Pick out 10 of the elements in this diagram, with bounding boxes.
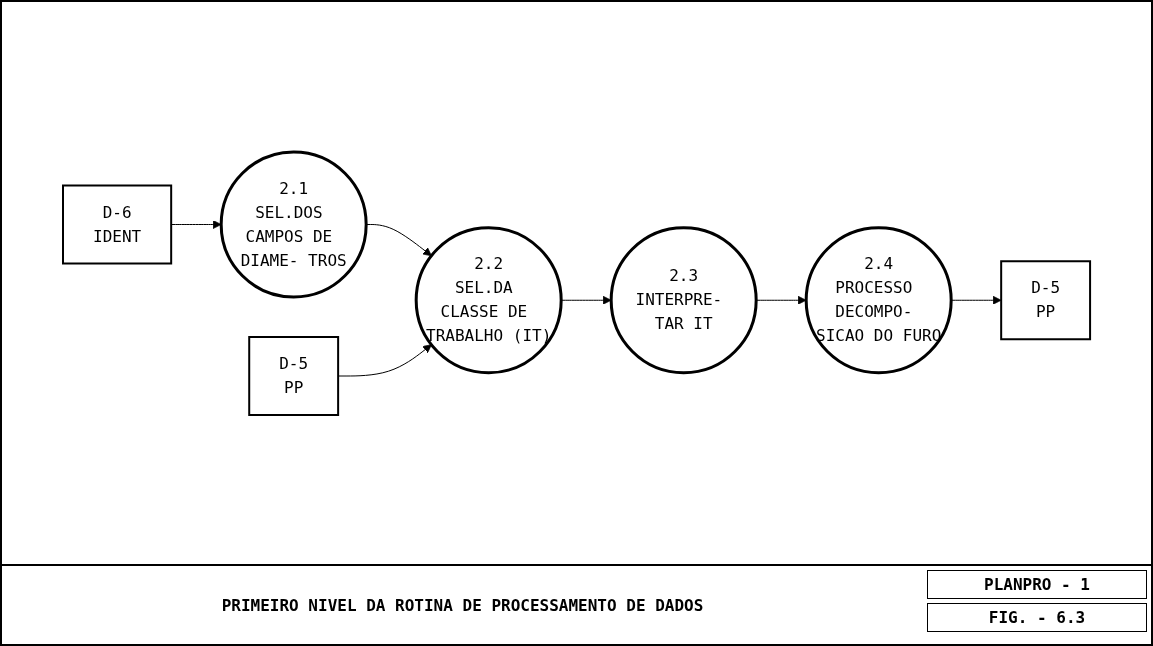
node-circle: 2.4 PROCESSO DECOMPO- SICAO DO FURO: [804, 225, 953, 374]
node-circle: 2.1 SEL.DOS CAMPOS DE DIAME- TROS: [219, 150, 368, 298]
title-block-label: FIG. - 6.3: [927, 603, 1147, 632]
caption: PRIMEIRO NIVEL DA ROTINA DE PROCESSAMENTO DE DADOS: [221, 595, 704, 615]
node-box: D-5 PP: [1000, 259, 1092, 340]
title-block-label: PLANPRO - 1: [927, 570, 1147, 599]
node-box: D-6 IDENT: [61, 184, 173, 264]
node-circle: 2.2 SEL.DA CLASSE DE TRABALHO (IT): [414, 225, 563, 374]
node-box: D-5 PP: [248, 335, 340, 416]
node-circle: 2.3 INTERPRE- TAR IT: [609, 225, 758, 374]
